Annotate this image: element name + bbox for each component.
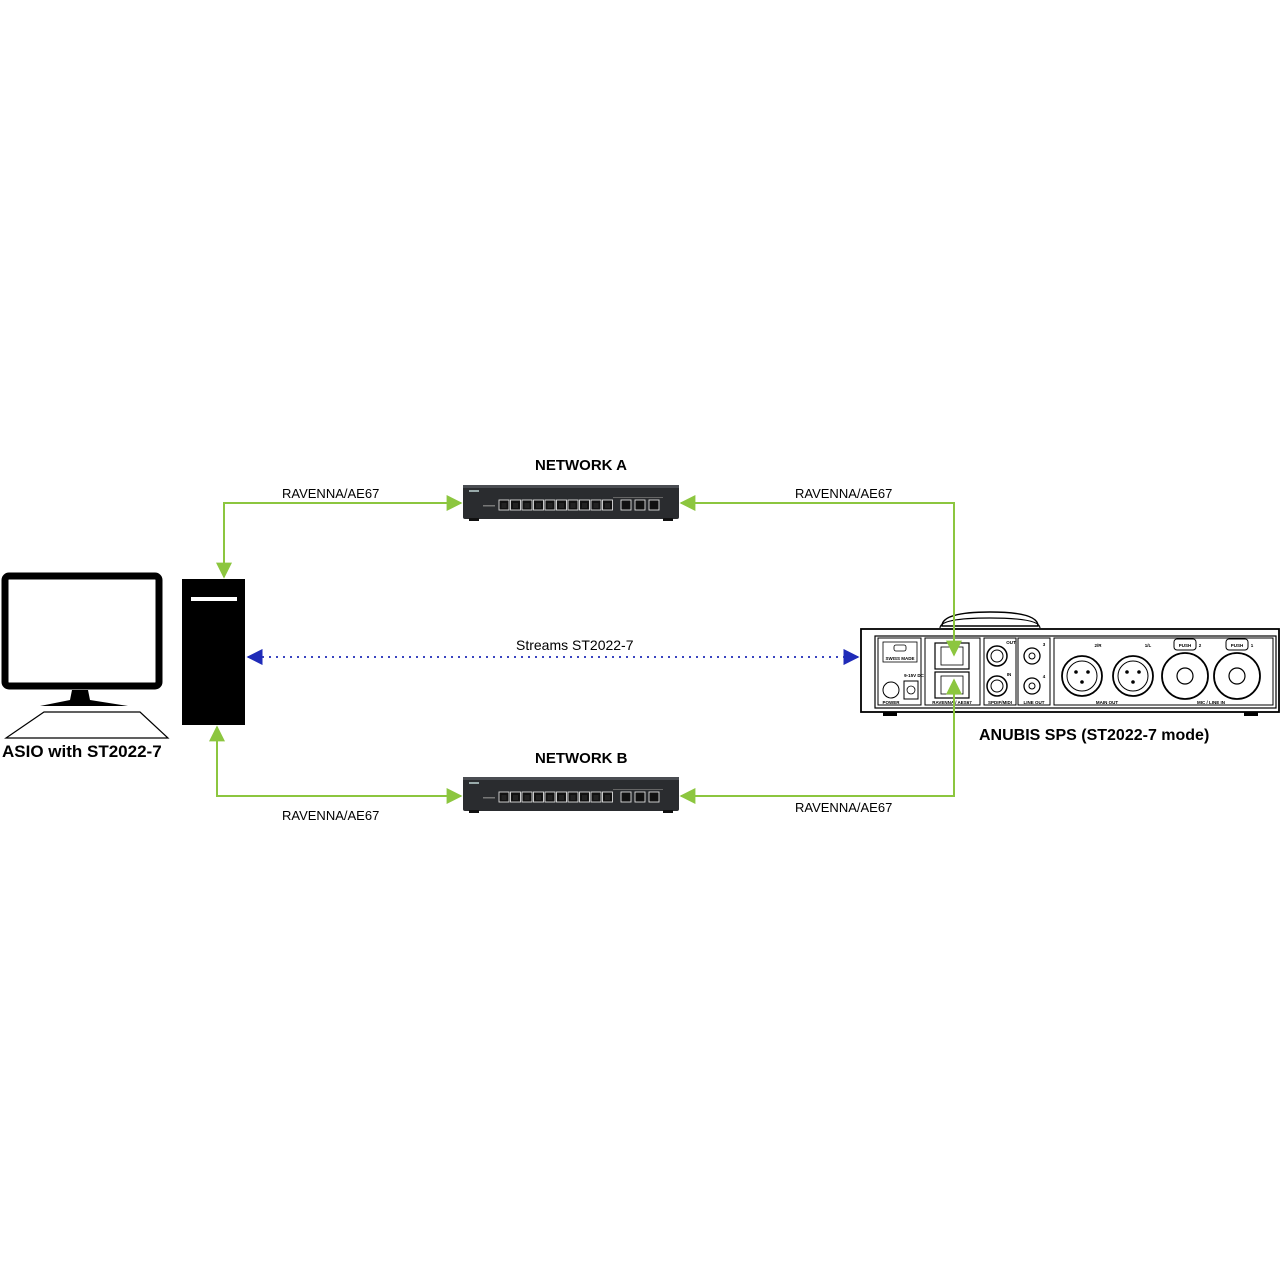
- switch-port-inner: [582, 503, 587, 508]
- link-network-b-anubis: [679, 678, 962, 804]
- link-pc-network-a: [216, 495, 463, 579]
- switch-port-inner: [536, 795, 541, 800]
- out-label: OUT: [1006, 640, 1016, 645]
- ch2-label: 2: [1199, 643, 1202, 648]
- monitor-icon: [1, 572, 170, 739]
- mic-line-in-label: MIC / LINE IN: [1197, 700, 1225, 705]
- switch-port-inner: [513, 503, 518, 508]
- switch-port-inner: [547, 795, 553, 800]
- switch-uplink-port: [634, 499, 646, 511]
- switch-uplink-port: [634, 791, 646, 803]
- switch-port-inner: [524, 503, 530, 508]
- in-label: IN: [1007, 672, 1012, 677]
- network-a-title: NETWORK A: [535, 457, 627, 474]
- line-out-label: LINE OUT: [1024, 700, 1045, 705]
- push-label-2: PUSH: [1179, 643, 1192, 648]
- power-label: POWER: [882, 700, 900, 705]
- network-b-title: NETWORK B: [535, 750, 628, 767]
- switch-foot: [469, 518, 479, 521]
- switch-port-inner: [501, 795, 507, 800]
- spdif-section: OUT IN SPDIF/MIDI: [983, 637, 1017, 706]
- edge-label-streams: Streams ST2022-7: [516, 637, 634, 653]
- dc-label: 9-15V DC: [904, 673, 925, 678]
- ravenna-port-label: RAVENNA / AES67: [932, 700, 972, 705]
- edge-label-bottom-right: RAVENNA/AE67: [795, 800, 893, 815]
- line-out-section: 3 4 LINE OUT: [1017, 637, 1051, 706]
- switch-port-inner: [605, 503, 610, 508]
- switch-port-inner: [501, 503, 507, 508]
- ch4-label: 4: [1043, 674, 1046, 679]
- switch-port-inner: [570, 503, 576, 508]
- swiss-made-label: SWISS MADE: [885, 656, 914, 661]
- network-switch-a-icon: [463, 485, 679, 521]
- switch-port-inner: [593, 795, 599, 800]
- switch-led: [483, 505, 495, 507]
- network-switch-b-icon: [463, 777, 679, 813]
- device-caption: ANUBIS SPS (ST2022-7 mode): [979, 727, 1210, 744]
- switch-top-edge: [463, 485, 679, 488]
- switch-foot: [663, 518, 673, 521]
- switch-port-inner: [559, 795, 564, 800]
- switch-port-inner: [547, 503, 553, 508]
- edge-label-top-left: RAVENNA/AE67: [282, 486, 380, 501]
- switch-port-inner: [582, 795, 587, 800]
- switch-port-inner: [570, 795, 576, 800]
- edge-label-top-right: RAVENNA/AE67: [795, 486, 893, 501]
- switch-port-inner: [524, 795, 530, 800]
- switch-uplink-port: [648, 499, 660, 511]
- switch-divider: [613, 789, 663, 790]
- switch-port-inner: [593, 503, 599, 508]
- switch-led: [483, 797, 495, 799]
- computer-caption: ASIO with ST2022-7: [2, 742, 162, 761]
- ch1-label: 1: [1251, 643, 1254, 648]
- switch-logo-mark: [469, 490, 479, 492]
- xlr-section: 2/R 1/L MAIN OUT PUSH 2 PUSH 1 MIC / LIN…: [1053, 637, 1274, 706]
- ch3-label: 3: [1043, 642, 1046, 647]
- switch-logo-mark: [469, 782, 479, 784]
- link-network-a-anubis: [679, 495, 962, 657]
- push-label-1: PUSH: [1231, 643, 1244, 648]
- switch-foot: [469, 810, 479, 813]
- pc-tower-icon: [182, 579, 245, 725]
- right-channel-label: 2/R: [1094, 643, 1102, 648]
- switch-uplink-port: [620, 499, 632, 511]
- switch-divider: [613, 497, 663, 498]
- connections: [209, 495, 962, 804]
- switch-uplink-port: [620, 791, 632, 803]
- link-pc-network-b: [209, 725, 463, 804]
- switch-port-inner: [559, 503, 564, 508]
- main-out-label: MAIN OUT: [1096, 700, 1118, 705]
- switch-foot: [663, 810, 673, 813]
- switch-port-inner: [605, 795, 610, 800]
- anubis-device: SWISS MADE POWER 9-15V DC RAVENNA / AES6…: [860, 611, 1280, 716]
- switch-uplink-port: [648, 791, 660, 803]
- spdif-label: SPDIF/MIDI: [988, 700, 1012, 705]
- switch-port-inner: [536, 503, 541, 508]
- switch-port-inner: [513, 795, 518, 800]
- switch-top-edge: [463, 777, 679, 780]
- edge-label-bottom-left: RAVENNA/AE67: [282, 808, 380, 823]
- left-channel-label: 1/L: [1145, 643, 1152, 648]
